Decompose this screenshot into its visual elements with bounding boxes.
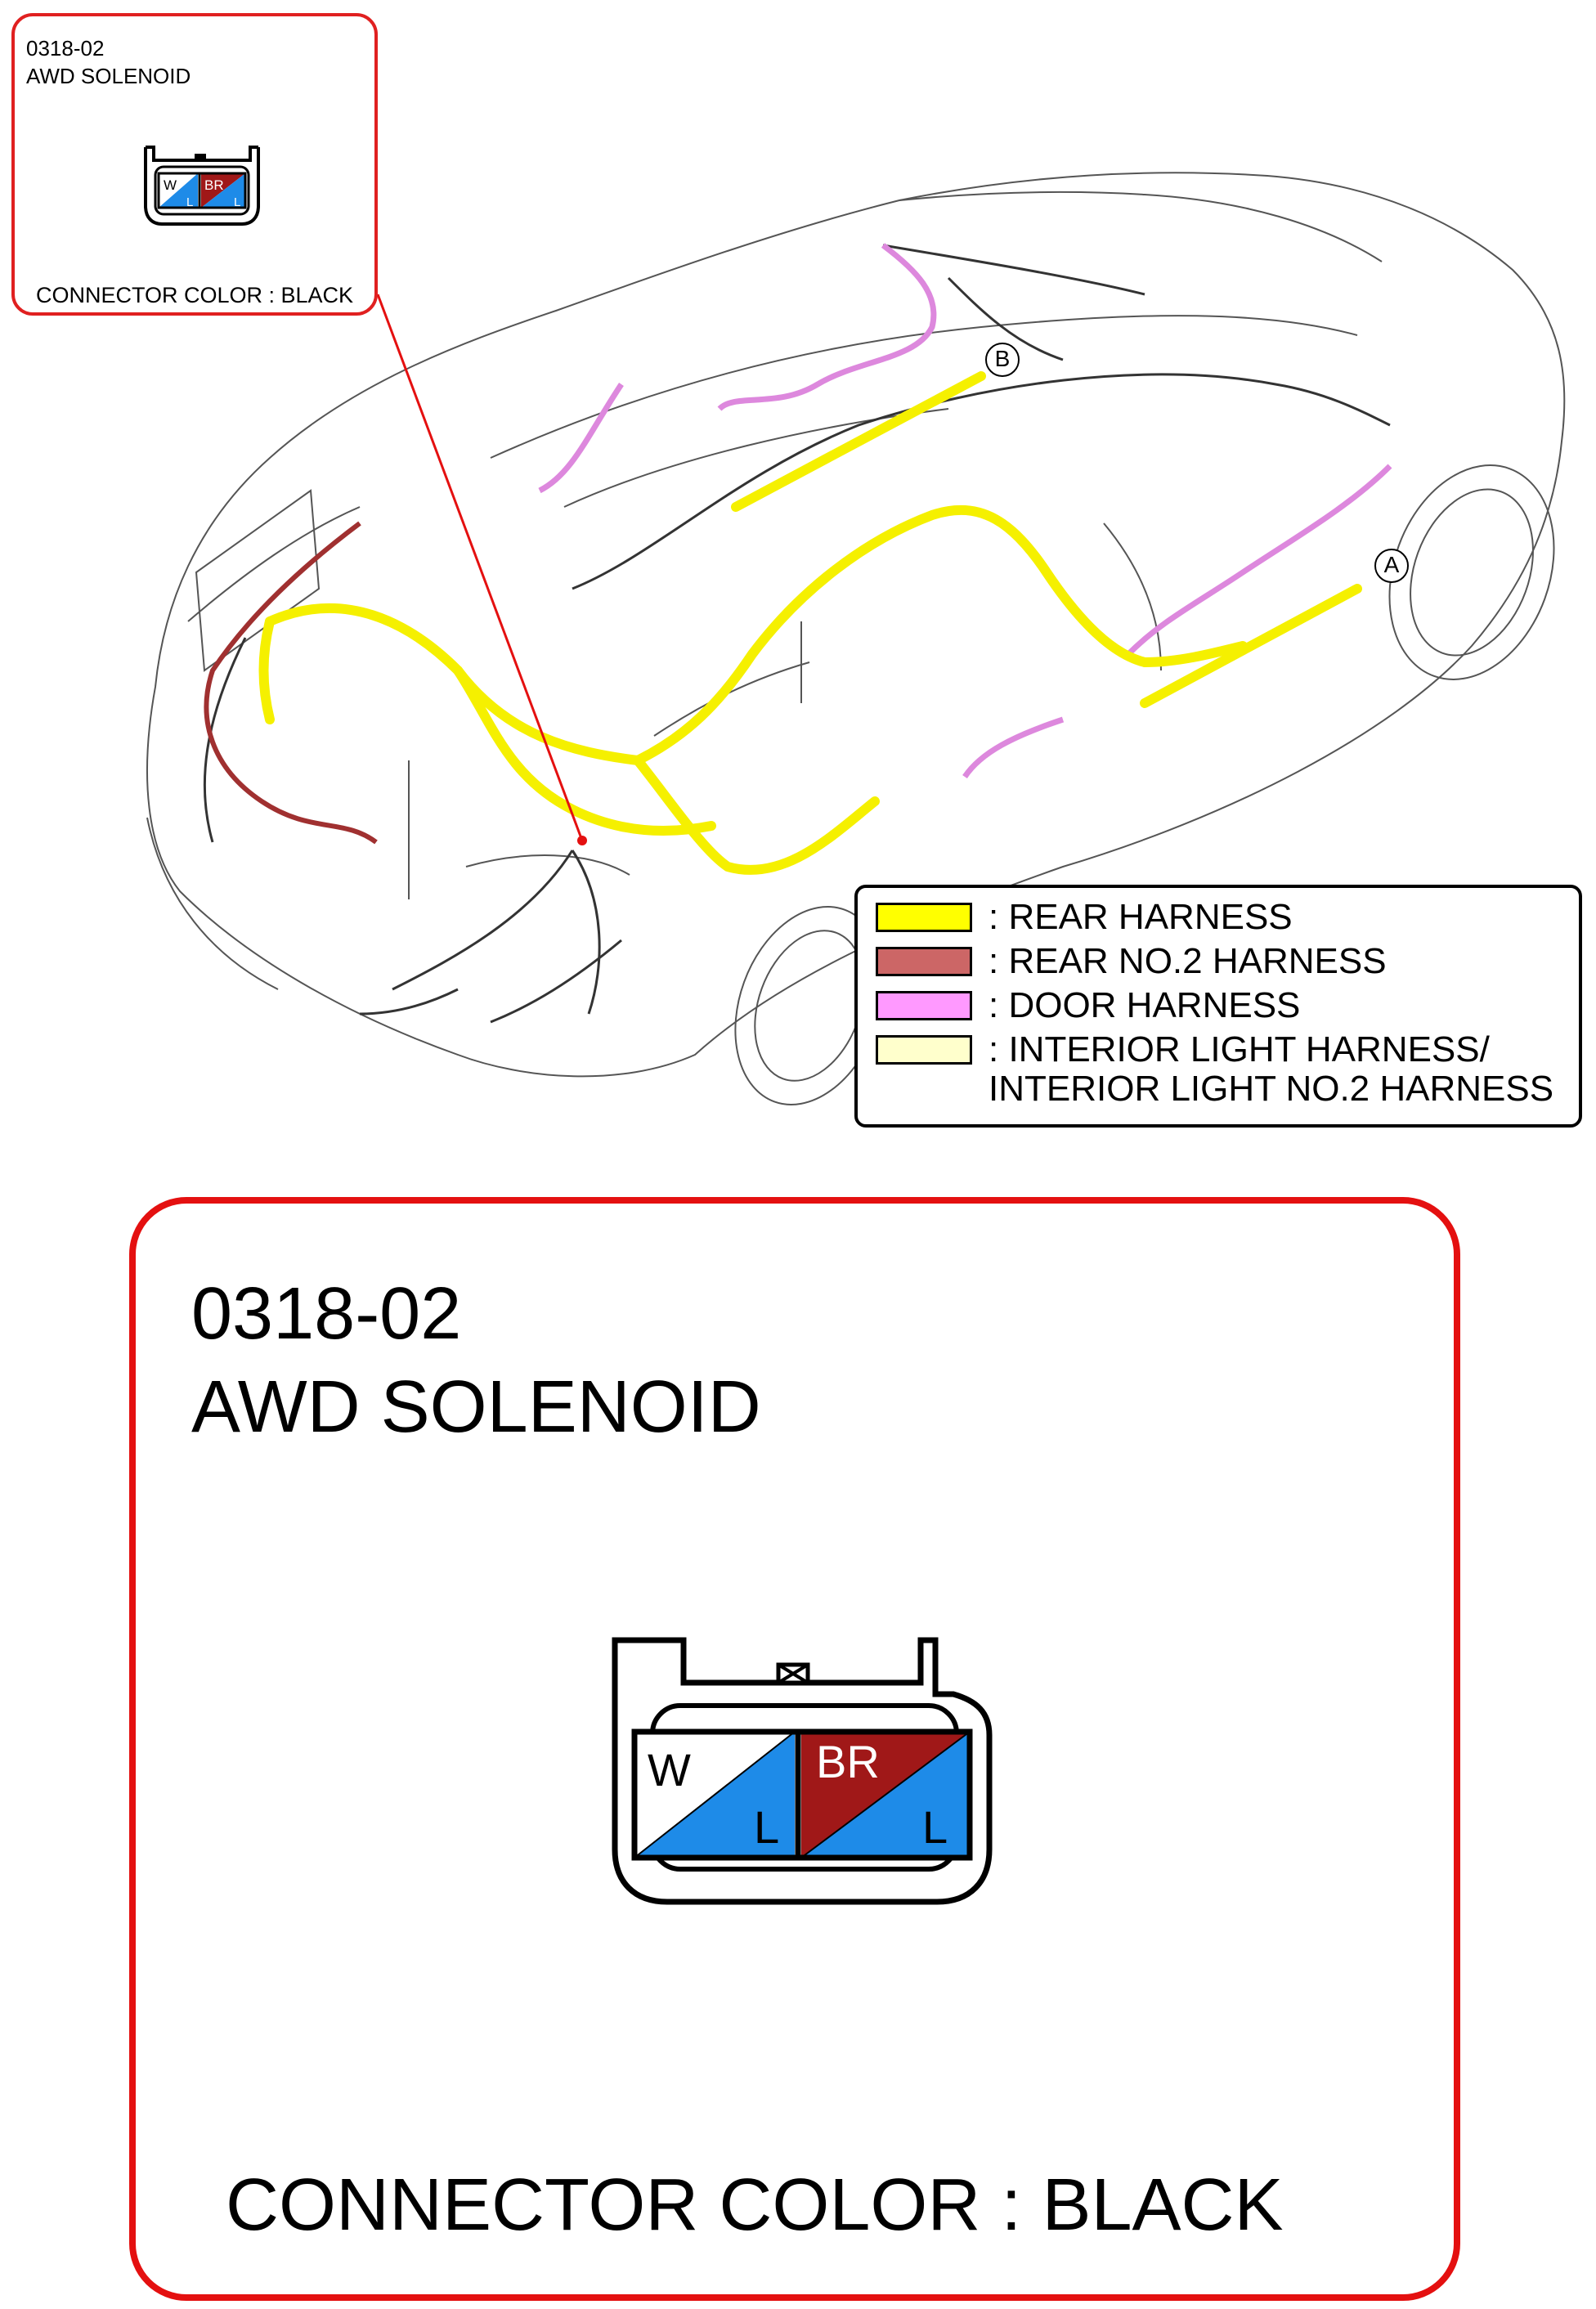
door-harness	[538, 243, 1392, 778]
rear-harness	[258, 371, 1362, 875]
interior-light-harness	[203, 244, 1391, 1024]
legend-swatch	[876, 947, 972, 976]
legend-label: : DOOR HARNESS	[989, 985, 1301, 1025]
marker-b	[985, 343, 1020, 377]
connector-callout-large: 0318-02 AWD SOLENOID W L BR L CONNECTOR …	[129, 1197, 1460, 2301]
legend-label-continued: INTERIOR LIGHT NO.2 HARNESS	[989, 1069, 1554, 1109]
legend-swatch	[876, 991, 972, 1020]
connector-face	[612, 1637, 993, 1905]
legend-swatch	[876, 1035, 972, 1065]
marker-b-label: B	[994, 346, 1011, 371]
legend-label: : REAR HARNESS	[989, 897, 1293, 937]
connector-id-small: 0318-02	[26, 36, 105, 61]
marker-a	[1374, 549, 1409, 583]
pin-2-bottom-small: L	[234, 195, 240, 209]
connector-name-small: AWD SOLENOID	[26, 64, 191, 88]
pin-2-top-small: BR	[204, 177, 224, 193]
pin-1-bottom-small: L	[186, 195, 193, 209]
connector-callout-small: 0318-02 AWD SOLENOID W L BR L CONNECTOR …	[11, 13, 378, 316]
connector-id: 0318-02	[191, 1273, 462, 1355]
pin-2-bottom-label: L	[922, 1801, 948, 1853]
pin-1-bottom-label: L	[754, 1801, 780, 1853]
pin-2-top-label: BR	[816, 1736, 880, 1787]
connector-color-small: CONNECTOR COLOR : BLACK	[35, 283, 354, 307]
car-body-outline	[146, 172, 1566, 1106]
vehicle-harness-diagram	[146, 172, 1566, 1106]
callout-leader-line	[376, 294, 584, 841]
connector-face-small: W L BR L	[144, 146, 260, 226]
legend-swatch	[876, 903, 972, 932]
marker-a-label: A	[1383, 552, 1400, 577]
connector-color-label: CONNECTOR COLOR : BLACK	[226, 2164, 1284, 2246]
legend-label: : INTERIOR LIGHT HARNESS/	[989, 1029, 1490, 1069]
pin-1-top-small: W	[164, 177, 177, 193]
connector-location-dot	[577, 836, 587, 845]
legend-label: : REAR NO.2 HARNESS	[989, 941, 1387, 981]
harness-legend: : REAR HARNESS : REAR NO.2 HARNESS : DOO…	[854, 885, 1582, 1128]
rear-no2-harness	[204, 521, 378, 845]
connector-name: AWD SOLENOID	[191, 1366, 761, 1448]
pin-1-top-label: W	[648, 1744, 691, 1796]
